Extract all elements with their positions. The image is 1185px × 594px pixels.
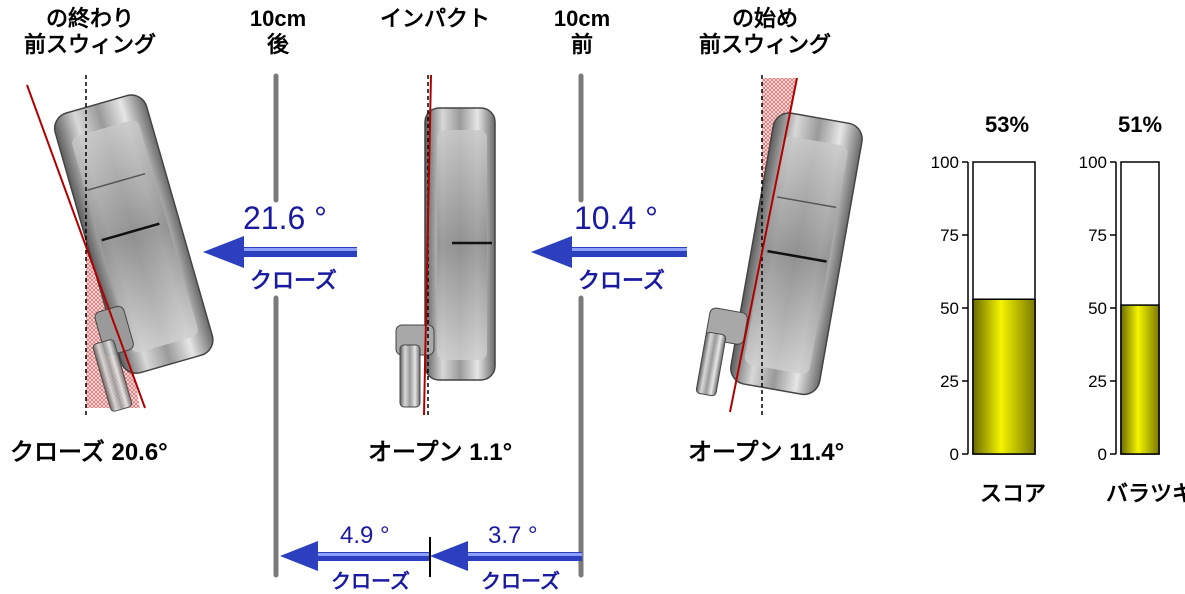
header-front-line1: 10cm: [553, 6, 611, 31]
header-end-swing: の終わり 前スウィング: [20, 6, 160, 58]
bar-fill-variance: [1120, 304, 1160, 455]
header-start-line2: 前スウィング: [698, 32, 831, 57]
y-tick-label: 100: [931, 153, 959, 172]
y-tick-label: 25: [940, 372, 959, 391]
y-tick-label: 100: [1079, 153, 1107, 172]
arrow-bottom-left: [280, 541, 430, 571]
header-impact: インパクト: [370, 6, 500, 32]
bottom-left-angle-label: クローズ: [331, 571, 410, 593]
header-end-line2: 前スウィング: [23, 32, 156, 57]
header-end-line1: の終わり: [45, 6, 134, 31]
face-line-impact: [423, 74, 432, 416]
bar-value-label-variance: 51%: [1118, 112, 1163, 137]
header-back-line1: 10cm: [249, 6, 307, 31]
bar-category-score: スコア: [980, 481, 1047, 506]
back-angle-label: クローズ: [250, 268, 337, 293]
face-line-start: [729, 77, 798, 413]
header-start-line1: の始め: [731, 6, 798, 31]
bottom-right-angle-value: 3.7 °: [488, 522, 538, 549]
face-line-end: [26, 84, 146, 409]
bar-chart-variance: 0 25 50 75 100: [1079, 153, 1160, 464]
y-tick-label: 25: [1088, 372, 1107, 391]
face-reading-end: クローズ 20.6°: [10, 439, 168, 466]
back-angle-value: 21.6 °: [243, 200, 327, 236]
y-ticks-score: 0 25 50 75 100: [931, 153, 968, 464]
putter-start-swing: [695, 75, 863, 415]
header-impact-label: インパクト: [379, 6, 490, 31]
bar-category-variance: バラツキ: [1106, 481, 1185, 506]
header-front-line2: 前: [570, 32, 593, 57]
header-back-10cm: 10cm 後: [228, 6, 328, 58]
y-tick-label: 75: [1088, 226, 1107, 245]
bar-chart-score: 0 25 50 75 100: [931, 153, 1036, 464]
header-back-line2: 後: [266, 32, 289, 57]
putter-end-swing: [26, 75, 214, 415]
y-ticks-variance: 0 25 50 75 100: [1079, 153, 1116, 464]
arrow-back: [203, 236, 357, 268]
putter-impact: [395, 74, 496, 416]
y-tick-label: 50: [1088, 299, 1107, 318]
position-lines: [273, 73, 584, 578]
arrow-bottom-right: [430, 541, 582, 571]
header-front-10cm: 10cm 前: [532, 6, 632, 58]
bar-value-label-score: 53%: [985, 112, 1030, 137]
front-angle-value: 10.4 °: [574, 200, 658, 236]
y-tick-label: 0: [1098, 445, 1107, 464]
bottom-right-angle-label: クローズ: [481, 571, 560, 593]
front-angle-label: クローズ: [578, 268, 665, 293]
bottom-left-angle-value: 4.9 °: [340, 522, 390, 549]
face-reading-start: オープン 11.4°: [688, 439, 845, 466]
face-reading-impact: オープン 1.1°: [368, 439, 513, 466]
arrow-front: [531, 236, 687, 268]
y-tick-label: 75: [940, 226, 959, 245]
bar-fill-score: [972, 298, 1036, 455]
y-tick-label: 50: [940, 299, 959, 318]
y-tick-label: 0: [950, 445, 959, 464]
header-start-swing: の始め 前スウィング: [695, 6, 835, 58]
